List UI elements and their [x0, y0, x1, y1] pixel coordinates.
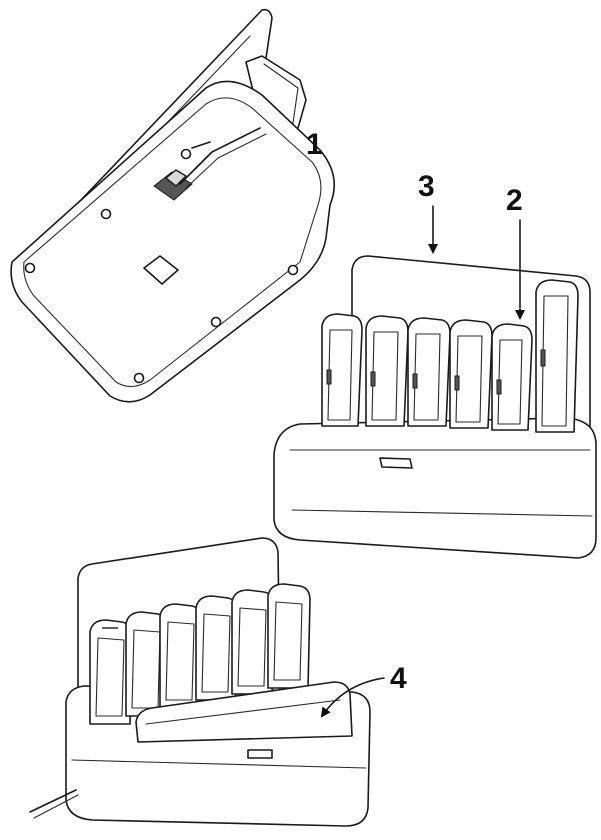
- dock-with-handsets-front-view: 3 2: [273, 170, 597, 559]
- handset-2: [365, 315, 409, 427]
- callout-4-label: 4: [390, 662, 407, 695]
- front-latch: [379, 457, 413, 469]
- screw-6: [133, 372, 145, 384]
- callout-2-label: 2: [506, 184, 523, 217]
- dock-base: [273, 417, 597, 559]
- callout-4-arrow: [320, 677, 385, 718]
- handset-4: [449, 319, 493, 429]
- tilted-dock-bottom-view: 1: [10, 8, 336, 403]
- dock-with-tray-view: 4: [29, 537, 407, 827]
- dock-base-underside: [10, 80, 336, 403]
- screw-1: [24, 262, 36, 274]
- screw-5: [210, 316, 222, 328]
- callout-3-label: 3: [418, 170, 435, 203]
- handset-c5: [231, 589, 275, 695]
- handset-6-removed: [535, 279, 579, 433]
- screw-4: [287, 264, 299, 276]
- handset-1: [321, 313, 363, 427]
- label-plate: [143, 255, 179, 285]
- cable-c: [29, 789, 77, 813]
- handset-3: [407, 317, 451, 427]
- power-cable: [179, 127, 261, 185]
- callout-1-label: 1: [306, 128, 323, 161]
- handset-c6: [267, 583, 311, 689]
- screw-2: [100, 208, 112, 220]
- screw-3: [180, 148, 192, 160]
- handset-5: [491, 323, 533, 431]
